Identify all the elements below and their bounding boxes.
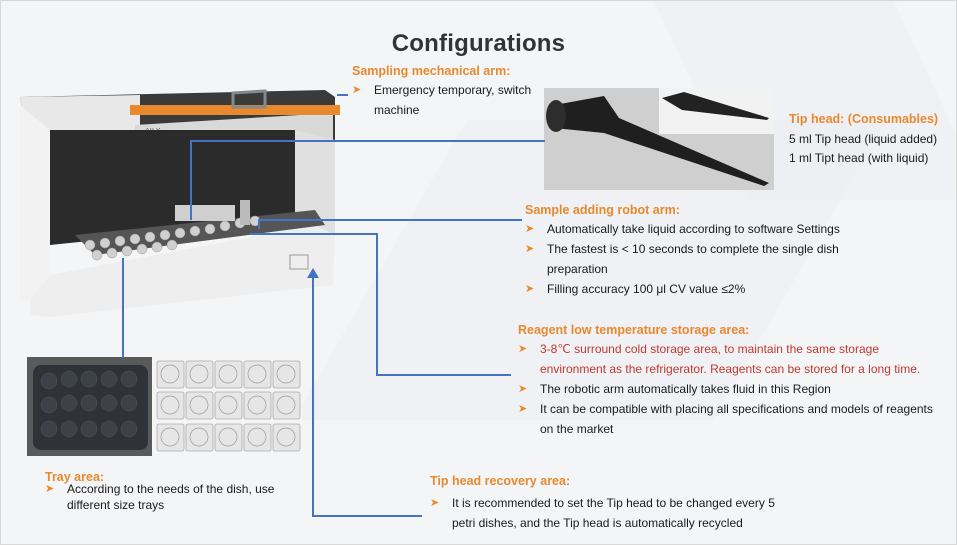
- arrow-bullet-icon: ➤: [525, 223, 535, 235]
- connector-line: [190, 140, 192, 220]
- tray-photo: [27, 357, 302, 456]
- reagent-title: Reagent low temperature storage area:: [518, 323, 750, 337]
- machine-illustration: AILX: [20, 89, 340, 317]
- sampling-arm-title: Sampling mechanical arm:: [352, 64, 511, 78]
- list-item: ➤Filling accuracy 100 μl CV value ≤2%: [525, 279, 855, 299]
- arrow-bullet-icon: ➤: [518, 383, 528, 395]
- arrow-bullet-icon: ➤: [518, 343, 528, 355]
- arrow-bullet-icon: ➤: [352, 84, 362, 96]
- arrow-bullet-icon: ➤: [525, 243, 535, 255]
- connector-line: [376, 233, 378, 376]
- arrow-bullet-icon: ➤: [430, 497, 440, 509]
- connector-line: [122, 258, 124, 358]
- tip-head-title: Tip head: (Consumables): [789, 112, 939, 126]
- list-item: ➤3-8℃ surround cold storage area, to mai…: [518, 339, 948, 379]
- arrow-bullet-icon: ➤: [525, 283, 535, 295]
- connector-line: [190, 140, 545, 142]
- connector-line: [258, 219, 260, 229]
- tray-title: Tray area:: [45, 470, 105, 484]
- list-item: ➤The robotic arm automatically takes flu…: [518, 379, 948, 399]
- connector-line: [312, 275, 314, 516]
- connector-line: [258, 219, 522, 221]
- arrow-bullet-icon: ➤: [518, 403, 528, 415]
- page-title: Configurations: [391, 30, 566, 57]
- robot-arm-title: Sample adding robot arm:: [525, 203, 680, 217]
- reagent-list: ➤3-8℃ surround cold storage area, to mai…: [518, 339, 948, 439]
- connector-line: [376, 374, 511, 376]
- list-item: ➤According to the needs of the dish, use…: [45, 482, 275, 512]
- list-item: ➤Emergency temporary, switch machine: [352, 80, 542, 120]
- arrow-up-icon: [307, 268, 319, 278]
- tray-list: ➤According to the needs of the dish, use…: [45, 481, 280, 513]
- recovery-title: Tip head recovery area:: [430, 474, 571, 488]
- list-item: ➤Automatically take liquid according to …: [525, 219, 855, 239]
- arrow-bullet-icon: ➤: [45, 483, 55, 495]
- robot-arm-list: ➤Automatically take liquid according to …: [525, 219, 855, 299]
- tip-head-line: 1 ml Tipt head (with liquid): [789, 151, 929, 165]
- list-item: ➤The fastest is < 10 seconds to complete…: [525, 239, 855, 279]
- sampling-arm-list: ➤Emergency temporary, switch machine: [352, 80, 542, 120]
- tip-head-line: 5 ml Tip head (liquid added): [789, 132, 938, 146]
- connector-line: [337, 94, 348, 96]
- tip-head-photo: [544, 88, 774, 190]
- connector-line: [312, 515, 422, 517]
- connector-line: [250, 233, 376, 235]
- list-item: ➤It can be compatible with placing all s…: [518, 399, 948, 439]
- list-item: ➤It is recommended to set the Tip head t…: [430, 493, 800, 533]
- recovery-list: ➤It is recommended to set the Tip head t…: [430, 493, 800, 533]
